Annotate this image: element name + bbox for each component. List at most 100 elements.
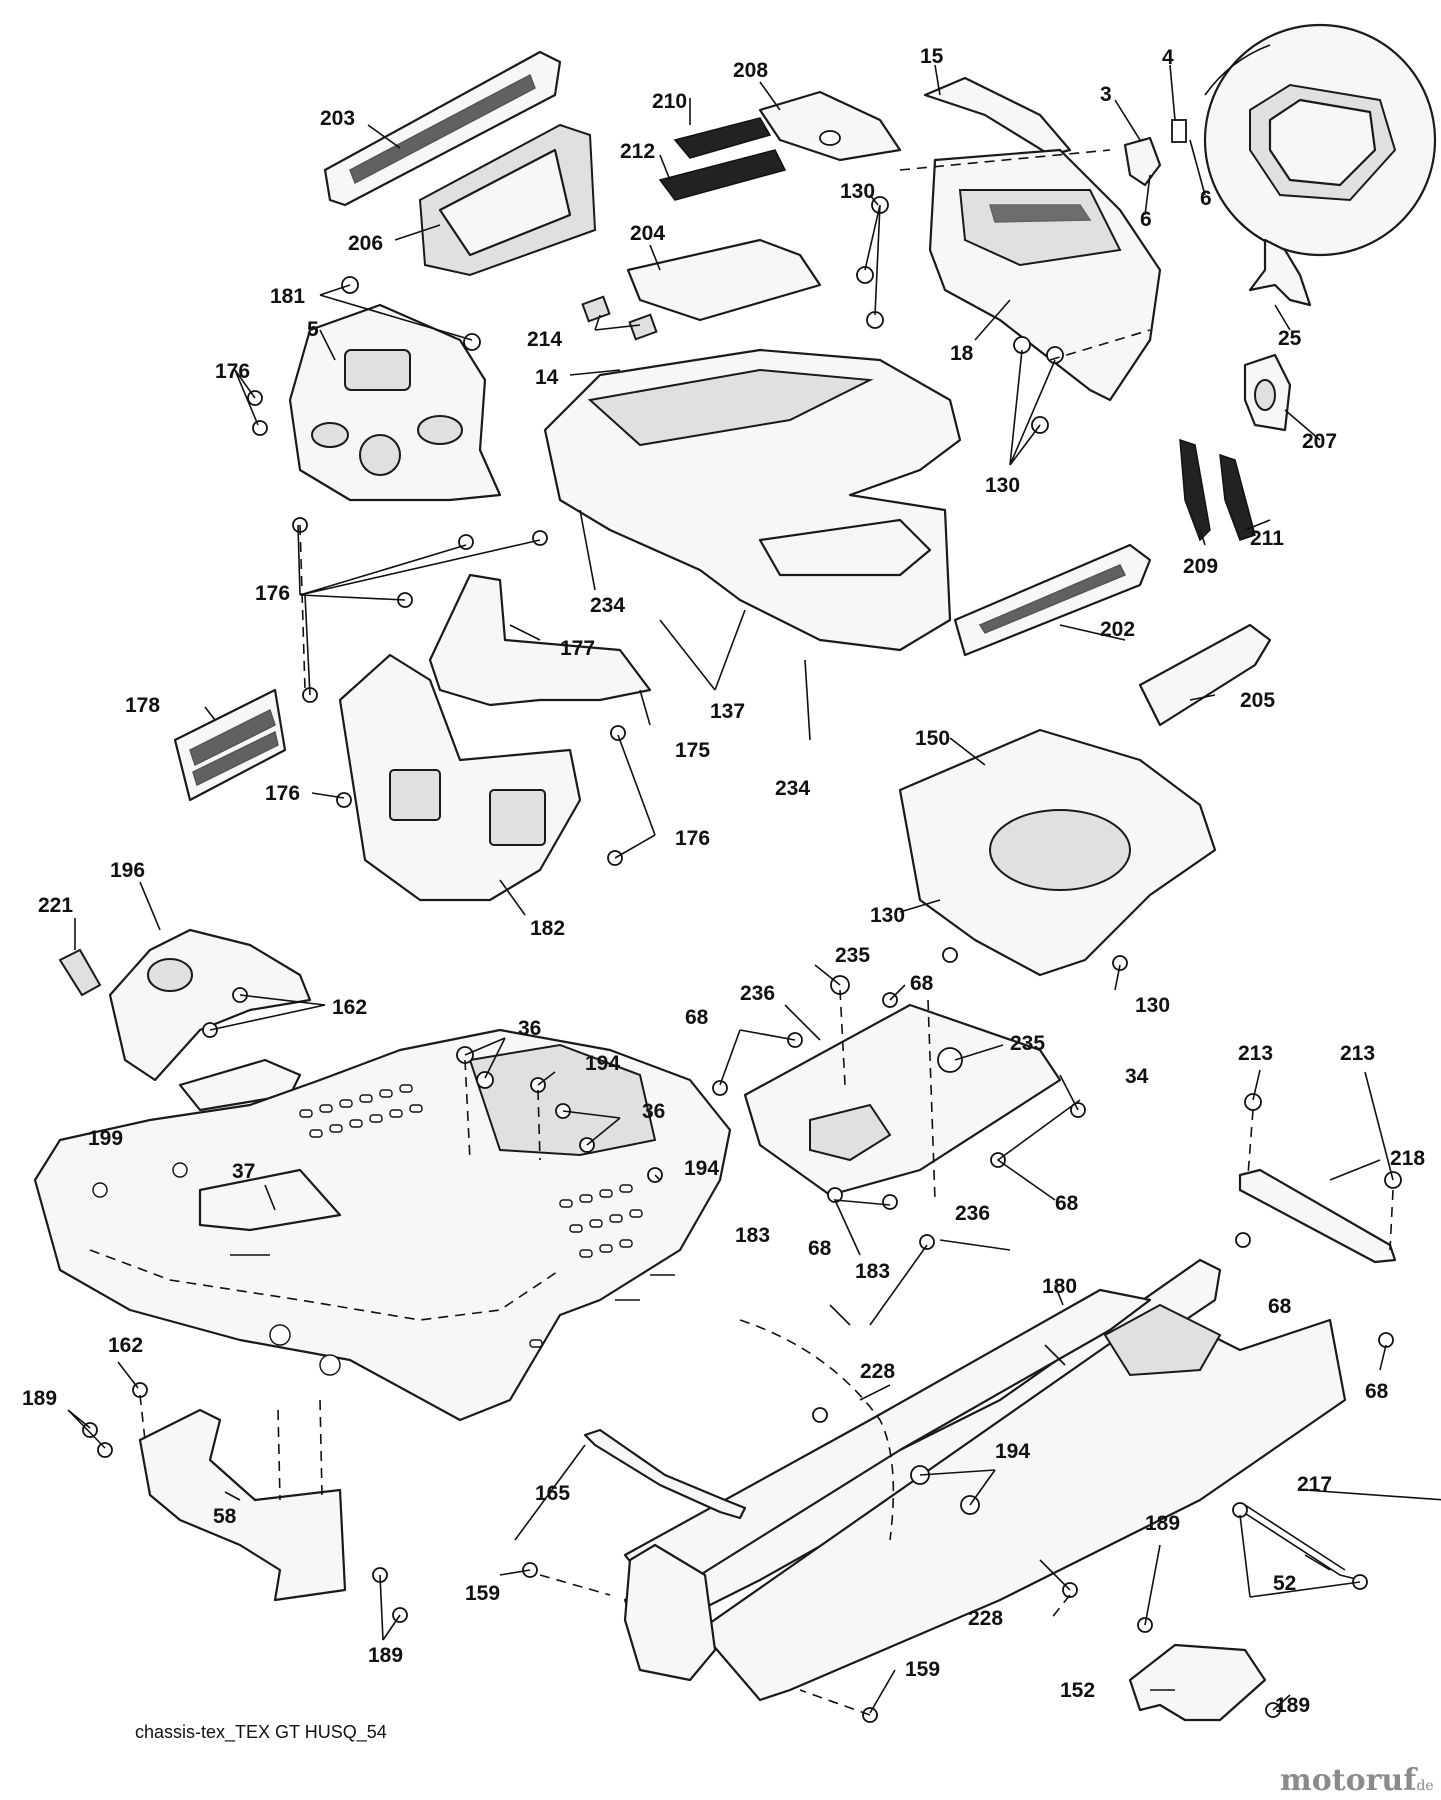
label-204: 204 [630,222,665,245]
label-52: 52 [1273,1572,1296,1595]
label-235b: 235 [1010,1032,1045,1055]
label-228a: 228 [860,1360,895,1383]
label-212: 212 [620,140,655,163]
part-178-vent-panel [173,688,287,802]
label-189c: 189 [368,1644,403,1667]
label-25: 25 [1278,327,1302,350]
part-150-fender [898,728,1217,977]
label-68f: 68 [1365,1380,1389,1403]
label-210: 210 [652,90,687,113]
label-180: 180 [1042,1275,1077,1298]
part-196-cover [108,928,312,1082]
part-labels: 203 206 210 212 208 15 4 3 6 6 130 204 2… [22,45,1425,1717]
part-18-front-bumper [928,148,1162,402]
label-159a: 159 [465,1582,500,1605]
label-36a: 36 [518,1017,541,1040]
part-206-grille-bracket [418,123,597,277]
leader-lines [67,64,1441,1714]
label-130a: 130 [840,180,875,203]
label-68e: 68 [1268,1295,1292,1318]
label-218: 218 [1390,1147,1425,1170]
label-137: 137 [710,700,745,723]
watermark-logo: motoruf .de [1280,1763,1434,1798]
label-68a: 68 [910,972,934,995]
part-5-dashboard [288,303,502,502]
label-189a: 189 [22,1387,57,1410]
label-159b: 159 [905,1658,940,1681]
label-162b: 162 [108,1334,143,1357]
label-6a: 6 [1140,208,1152,231]
label-165: 165 [535,1482,570,1505]
label-196: 196 [110,859,145,882]
label-189d: 189 [1275,1694,1310,1717]
label-211: 211 [1250,527,1284,550]
part-15-trim [923,76,1072,157]
part-208-side-cover [758,90,902,162]
label-36b: 36 [642,1100,665,1123]
watermark-main: motoruf [1280,1763,1418,1798]
label-68d: 68 [808,1237,832,1260]
label-189b: 189 [1145,1512,1180,1535]
label-183b: 183 [855,1260,890,1283]
part-209-211-small-grilles [1179,438,1256,542]
part-37-floor-panel [33,1028,732,1422]
label-177: 177 [560,637,595,660]
label-234b: 234 [775,777,810,800]
label-194a: 194 [585,1052,620,1075]
label-202: 202 [1100,618,1135,641]
label-178: 178 [125,694,160,717]
part-217-rod [1239,1504,1361,1581]
part-221-decal [58,948,102,997]
label-181: 181 [270,285,305,308]
label-176a: 176 [215,360,250,383]
label-221: 221 [38,894,73,917]
label-6b: 6 [1200,187,1212,210]
label-130d: 130 [1135,994,1170,1017]
label-228b: 228 [968,1607,1003,1630]
label-3: 3 [1100,83,1112,106]
label-15: 15 [920,45,944,68]
watermark-suffix: .de [1412,1778,1434,1794]
label-14: 14 [535,366,559,389]
part-180-frame [623,1258,1347,1702]
label-37: 37 [232,1160,255,1183]
label-34: 34 [1125,1065,1149,1088]
part-207-headlight [1243,353,1292,432]
label-213a: 213 [1238,1042,1273,1065]
part-202-grille [953,543,1152,657]
label-175: 175 [675,739,710,762]
label-208: 208 [733,59,768,82]
label-68c: 68 [1055,1192,1079,1215]
label-236b: 236 [955,1202,990,1225]
label-58: 58 [213,1505,237,1528]
label-162a: 162 [332,996,367,1019]
label-217: 217 [1297,1473,1332,1496]
label-130c: 130 [870,904,905,927]
part-210-212-grilles [658,117,787,201]
diagram-caption: chassis-tex_TEX GT HUSQ_54 [135,1722,387,1743]
label-130b: 130 [985,474,1020,497]
part-203-grille-top [323,50,562,207]
label-176c: 176 [265,782,300,805]
label-68b: 68 [685,1006,709,1029]
label-150: 150 [915,727,950,750]
label-194c: 194 [995,1440,1030,1463]
label-199: 199 [88,1127,123,1150]
label-176b: 176 [255,582,290,605]
label-5: 5 [307,318,319,341]
part-214-clips [581,295,658,341]
label-194b: 194 [684,1157,719,1180]
label-176d: 176 [675,827,710,850]
label-203: 203 [320,107,355,130]
label-209: 209 [1183,555,1218,578]
part-58-bracket [138,1408,347,1602]
label-206: 206 [348,232,383,255]
label-214: 214 [527,328,562,351]
label-18: 18 [950,342,974,365]
part-152-cover [1128,1643,1267,1722]
part-205-panel [1138,623,1272,727]
label-183a: 183 [735,1224,770,1247]
part-175-bracket [428,573,652,707]
label-152: 152 [1060,1679,1095,1702]
